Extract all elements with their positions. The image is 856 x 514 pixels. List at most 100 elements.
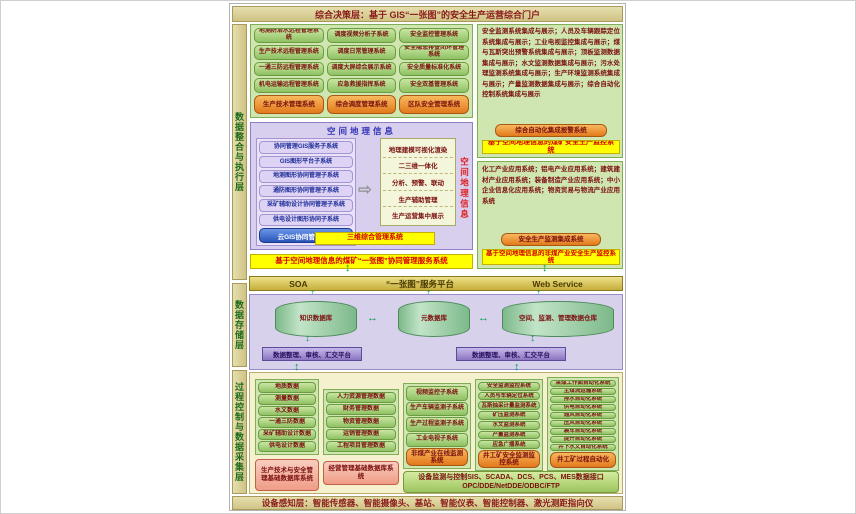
system-item: 调度日常管理系统: [326, 44, 397, 60]
gis-subsystem-item: 协同管理GIS服务子系统: [259, 141, 353, 154]
gis-capabilities-box: 地理建模可视化渲染 二三维一体化 分析、预警、联动 生产辅助管理 生产运营集中展…: [380, 138, 456, 226]
data-flow-arrow-icon: ↕: [542, 262, 548, 274]
system-item: 应急救援指挥系统: [326, 78, 397, 93]
data-item: 财务管理数据: [326, 404, 396, 416]
layer-label-data-integration: 数据整合与执行层: [232, 24, 247, 280]
system-item: 通风自动化系统: [550, 412, 616, 419]
video-monitoring-group: 视频监控子系统 生产车辆监测子系统 生产过程监测子系统 工业电视子系统 非煤产业…: [403, 383, 471, 469]
data-item: 测量数据: [258, 393, 316, 405]
interface-line2: OPC/DDE/NetDDE/ODBC/FTP: [462, 483, 560, 490]
system-item: 安全双基管理系统: [399, 78, 470, 93]
sync-arrow-icon: ↔: [478, 312, 489, 324]
gis-capability-item: 生产辅助管理: [383, 191, 453, 208]
gis-capability-item: 生产运营集中展示: [392, 213, 444, 221]
sync-arrow-icon: ↔: [367, 312, 378, 324]
system-item: 调度大屏综合展示系统: [326, 61, 397, 77]
data-interface-bar: 设备监测与控制SIS、SCADA、DCS、PCS、MES数据接口 OPC/DDE…: [403, 471, 619, 493]
production-safety-database-box: 生产技术与安全管理基础数据库系统: [255, 459, 319, 491]
system-group-button: 井工矿过程自动化: [550, 452, 616, 468]
data-flow-arrow-icon: ↕: [310, 287, 316, 299]
management-systems-panel: 地测防治水远程管理系统 生产技术远程管理系统 一通三防远程管理系统 机电运输远程…: [250, 24, 473, 118]
non-coal-monitoring-highlight: 基于空间地理信息的非煤产业安全生产监控系统: [482, 249, 620, 265]
gis-subsystem-item: 通防图形协同管理子系统: [259, 184, 353, 197]
system-group-button: 综合调度管理系统: [326, 95, 397, 114]
safety-column: 安全监控管理系统 安全隐患排查闭环管理系统 安全质量标准化系统 安全双基管理系统…: [399, 28, 470, 114]
data-flow-arrow-icon: ↕: [345, 262, 351, 274]
interface-line1: 设备监测与控制SIS、SCADA、DCS、PCS、MES数据接口: [418, 473, 604, 481]
system-item: 排水自动化系统: [550, 396, 616, 403]
system-group-button: 非煤产业在线监测系统: [406, 448, 468, 466]
system-item: 水文监测系统: [478, 420, 540, 430]
soa-label: SOA: [289, 278, 308, 289]
spatial-geo-info-vertical-label: 空间地理信息: [459, 156, 470, 220]
integration-panel-top: 安全监测系统集成与展示；人员及车辆跟踪定位系统集成与展示；工业电视监控集成与展示…: [477, 24, 623, 158]
data-flow-arrow-icon: ↕: [514, 361, 520, 373]
gis-subsystem-item: GIS图形平台子系统: [259, 155, 353, 168]
system-item: 机电运输远程管理系统: [254, 78, 324, 93]
system-item: 安全隐患排查闭环管理系统: [399, 44, 470, 60]
system-item: 安全监控管理系统: [399, 28, 470, 43]
system-item: 瓦斯抽采计量监测系统: [478, 401, 540, 411]
architecture-diagram: 综合决策层：基于 GIS“一张图”的安全生产运营综合门户 数据整合与执行层 数据…: [229, 3, 626, 511]
data-flow-arrow-icon: ↕: [294, 361, 300, 373]
data-item: 一通三防数据: [258, 417, 316, 429]
gis-capability-item: 分析、预警、联动: [383, 174, 453, 191]
gis-panel: 空间地理信息 协同管理GIS服务子系统 GIS图形平台子系统 地测图形协同管理子…: [250, 122, 473, 250]
production-tech-column: 地测防治水远程管理系统 生产技术远程管理系统 一通三防远程管理系统 机电运输远程…: [254, 28, 324, 114]
safety-monitoring-group: 安全监测监控系统 人员与车辆定位系统 瓦斯抽采计量监测系统 矿压监测系统 水文监…: [475, 379, 543, 471]
system-item: 供电自动化系统: [550, 404, 616, 411]
gis-panel-title: 空间地理信息: [326, 126, 396, 136]
system-item: 压风自动化系统: [550, 420, 616, 427]
process-control-panel: 地质数据 测量数据 水文数据 一通三防数据 采矿辅助设计数据 供电设计数据 生产…: [249, 372, 623, 494]
service-platform-bar: SOA “一张图”服务平台 Web Service: [249, 276, 623, 291]
management-columns: 地测防治水远程管理系统 生产技术远程管理系统 一通三防远程管理系统 机电运输远程…: [254, 28, 470, 114]
operation-database-box: 经营管理基础数据库系统: [323, 461, 399, 485]
system-item: 生产技术远程管理系统: [254, 44, 324, 60]
system-group-button: 生产技术管理系统: [254, 95, 324, 114]
flow-right-arrow-icon: ⇨: [358, 180, 373, 199]
knowledge-database-cylinder: 知识数据库: [275, 301, 357, 337]
system-item: 主煤流运输系统: [550, 388, 616, 395]
data-flow-arrow-icon: ↕: [536, 287, 542, 299]
data-flow-arrow-icon: ↕: [426, 287, 432, 299]
data-item: 地质数据: [258, 382, 316, 393]
integration-bottom-text: 化工产业应用系统；铝电产业应用系统；建筑建材产业应用系统；装备制造产业应用系统；…: [482, 166, 620, 205]
safety-monitor-integration-button: 安全生产监测集成系统: [501, 233, 601, 246]
one-map-service-highlight: 基于空间地理信息的煤矿“一张图”协同管理服务系统: [250, 254, 473, 269]
system-item: 生产过程监测子系统: [406, 417, 468, 432]
three-d-management-box: 三维综合管理系统: [315, 232, 435, 245]
dispatch-column: 调度视频分析子系统 调度日常管理系统 调度大屏综合展示系统 应急救援指挥系统 综…: [326, 28, 397, 114]
meta-database-cylinder: 元数据库: [398, 301, 470, 337]
gis-subsystem-item: 供电设计图形协同子系统: [259, 213, 353, 226]
data-item: 采矿辅助设计数据: [258, 429, 316, 441]
integration-top-text: 安全监测系统集成与展示；人员及车辆跟踪定位系统集成与展示；工业电视监控集成与展示…: [482, 28, 620, 99]
production-data-group: 地质数据 测量数据 水文数据 一通三防数据 采矿辅助设计数据 供电设计数据: [255, 379, 319, 455]
one-map-platform-label: “一张图”服务平台: [385, 278, 454, 289]
system-item: 安全质量标准化系统: [399, 61, 470, 77]
data-flow-arrow-icon: ↕: [530, 333, 535, 344]
system-item: 调度视频分析子系统: [326, 28, 397, 43]
data-flow-arrow-icon: ↕: [305, 333, 310, 344]
integration-panel-bottom: 化工产业应用系统；铝电产业应用系统；建筑建材产业应用系统；装备制造产业应用系统；…: [477, 161, 623, 269]
data-item: 运销管理数据: [326, 428, 396, 440]
system-item: 生产车辆监测子系统: [406, 401, 468, 416]
system-item: 装车自动化系统: [550, 428, 616, 435]
data-item: 水文数据: [258, 405, 316, 417]
web-service-label: Web Service: [532, 278, 583, 289]
system-item: 人员与车辆定位系统: [478, 391, 540, 401]
data-item: 人力资源管理数据: [326, 392, 396, 404]
gis-subsystem-item: 采矿辅助设计协同管理子系统: [259, 199, 353, 212]
system-item: 矿压监测系统: [478, 411, 540, 420]
system-group-button: 区队安全管理系统: [399, 95, 470, 114]
gis-subsystems-box: 协同管理GIS服务子系统 GIS图形平台子系统 地测图形协同管理子系统 通防图形…: [256, 138, 356, 246]
layer-label-process-control: 过程控制与数据采集层: [232, 370, 247, 494]
device-perception-banner: 设备感知层：智能传感器、智能摄像头、基站、智能仪表、智能控制器、激光测距指向仪: [232, 496, 623, 510]
data-item: 工程项目管理数据: [326, 440, 396, 453]
data-exchange-platform-bar: 数据整理、审核、汇交平台: [456, 347, 566, 361]
layer-label-data-storage: 数据存储层: [232, 283, 247, 367]
system-item: 采煤工作面自动化系统: [550, 380, 616, 387]
system-group-button: 井工矿安全监测监控系统: [478, 450, 540, 469]
data-storage-panel: 知识数据库 元数据库 空间、监测、管理数据仓库 ↔ ↔ ↕ ↕ 数据整理、审核、…: [249, 294, 623, 370]
system-item: 地测防治水远程管理系统: [254, 28, 324, 43]
